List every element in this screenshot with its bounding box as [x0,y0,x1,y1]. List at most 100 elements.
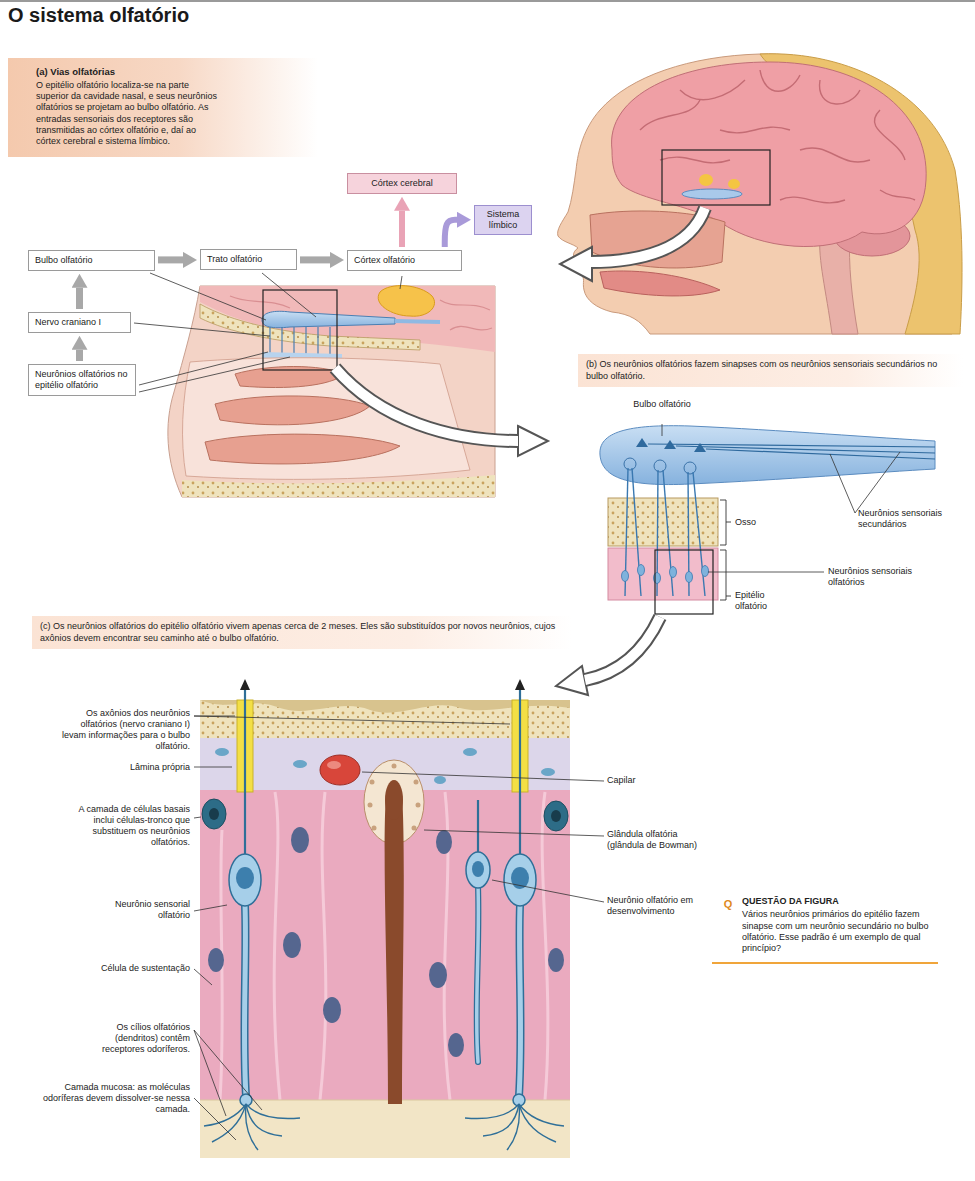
epithelium-detail [544,801,568,831]
olfactory-bulb-detail [608,498,718,546]
label-block: Neurônio sensorial olfatório [100,899,190,921]
part-label: Capilar [607,775,636,785]
epithelium-detail [240,679,525,690]
process-box: Córtex cerebral [347,173,457,194]
epithelium-detail [320,792,326,1100]
part-label: Glândula olfatória (glândula de Bowman) [607,829,697,850]
leader-line [139,357,290,392]
zoom-arrow [518,426,548,456]
epithelium-detail [204,1104,246,1126]
flow-arrow [158,256,183,263]
box-label: Neurônios olfatórios no epitélio olfatór… [35,369,129,391]
epithelium-detail [246,1104,258,1150]
nasal-section [378,286,434,317]
leader-line [194,905,227,911]
zoom-arrow [335,368,518,441]
bracket [720,500,731,600]
epithelium-detail [515,679,525,690]
process-box: Neurônios olfatórios no epitélio olfatór… [28,364,136,396]
zoom-arrow [556,666,588,695]
olfactory-bulb-detail [684,462,696,474]
flow-arrow [76,288,83,309]
head-illustration [640,70,915,203]
caption-text: (b) Os neurônios olfatórios fazem sinaps… [586,359,955,382]
leader-line [662,424,900,572]
olfactory-bulb-detail [654,460,666,472]
epithelium-detail [465,1104,519,1118]
epithelium-detail [244,885,520,1096]
zoom-arrow [585,617,660,680]
epithelium-detail [244,686,246,856]
epithelium-detail [244,905,246,1096]
label-block: Q [719,898,737,910]
panel-body: O epitélio olfatório localiza-se na part… [36,80,218,148]
olfactory-bulb-detail [636,438,648,447]
olfactory-bulb-detail [624,458,636,470]
epithelium-detail [416,803,421,808]
leader-line [855,452,900,513]
nasal-section [270,327,330,356]
part-label: Osso [735,517,756,527]
label-block: Célula de sustentação [60,963,190,974]
nasal-section [262,311,395,327]
nasal-section [281,327,282,353]
caption-panel: (c) Os neurônios olfatórios do epitélio … [32,616,572,649]
question-box: QUESTÃO DA FIGURAVários neurônios primár… [712,892,938,964]
flow-arrow [445,220,457,247]
header-rule [0,0,975,2]
nasal-section [305,327,306,355]
head-illustration [640,100,700,130]
box-label: Sistema límbico [478,209,528,231]
nasal-section [200,304,420,350]
epithelium-detail [208,948,224,972]
head-illustration [682,189,742,199]
leader-line [194,969,212,985]
olfactory-bulb-detail [694,443,706,452]
olfactory-bulb-detail [625,468,705,596]
head-illustration [728,179,740,189]
question-icon-letter: Q [724,898,733,910]
zoom-arrow [335,368,518,441]
part-label: Os axônios dos neurônios olfatórios (ner… [62,708,190,751]
head-illustration [880,190,915,200]
epithelium-detail [436,830,452,854]
head-illustration [699,174,713,186]
epithelium-detail [274,792,280,1100]
label-block: Bulbo olfatório [630,399,694,410]
flow-arrow [76,350,83,361]
leader-line [194,767,232,768]
nasal-section [269,327,270,353]
box-label: Córtex olfatório [354,255,415,266]
epithelium-detail [244,905,246,1096]
epithelium-detail [229,852,536,1106]
epithelium-detail [385,792,404,1104]
label-block: Capilar [607,775,667,786]
olfactory-bulb-detail [622,571,629,582]
epithelium-detail [434,776,446,784]
epithelium-detail [246,1104,300,1118]
box-label: Nervo craniano I [35,317,101,328]
epithelium-detail [204,1104,564,1150]
head-illustration [660,157,730,163]
leader-line [139,352,268,385]
head-illustration [662,150,770,205]
leader-line [194,716,604,1140]
epithelium-detail [215,748,229,756]
epithelium-detail [229,854,261,906]
epithelium-detail [240,679,250,690]
epithelium-detail [368,803,373,808]
nasal-section [205,434,400,464]
epithelium-detail [477,885,479,1062]
epithelium-detail [519,905,521,1096]
part-label: Os cílios olfatórios (dendritos) contêm … [102,1022,190,1054]
epithelium-detail [327,761,341,769]
label-block: Os cílios olfatórios (dendritos) contêm … [80,1022,190,1055]
process-box: Nervo craniano I [28,312,131,333]
epithelium-detail [291,827,309,853]
nasal-section [293,327,294,354]
head-illustration [680,80,745,100]
olfactory-bulb-detail [638,565,645,576]
epithelium-detail [519,905,521,1096]
